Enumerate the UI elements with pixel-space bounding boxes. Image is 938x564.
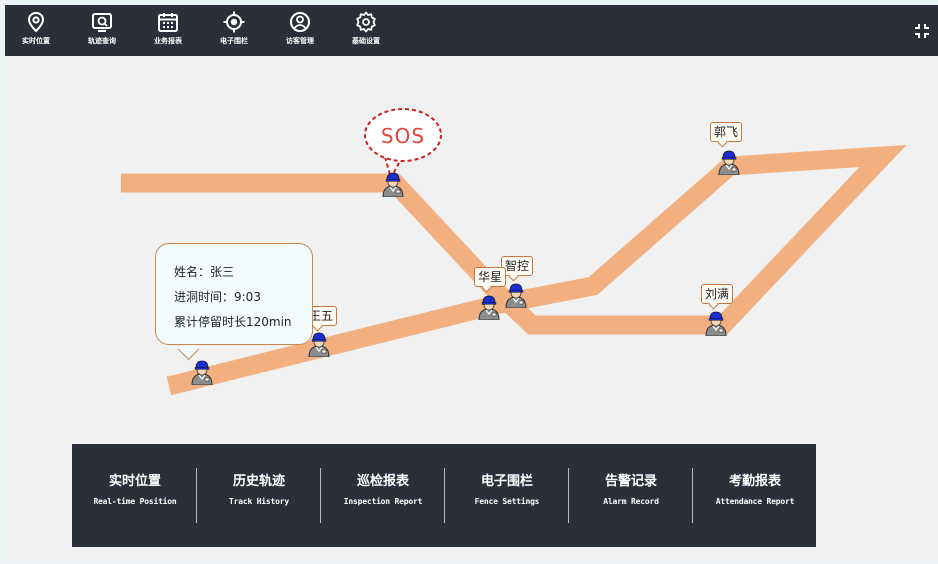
- panel-divider: [692, 468, 693, 523]
- nav-track-search[interactable]: 轨迹查询: [74, 11, 130, 46]
- panel-divider: [196, 468, 197, 523]
- sos-bubble: [364, 108, 442, 181]
- popup-stay-duration: 累计停留时长120min: [174, 315, 292, 329]
- worker-label-guofei[interactable]: 郭飞: [710, 122, 743, 142]
- sos-label: SOS: [380, 124, 426, 148]
- fullscreen-icon[interactable]: [914, 23, 930, 39]
- nav-realtime-position[interactable]: 实时位置: [8, 11, 64, 46]
- panel-subtitle: Inspection Report: [343, 497, 423, 506]
- nav-label: 实时位置: [22, 37, 50, 45]
- panel-subtitle: Attendance Report: [715, 497, 795, 506]
- nav-label: 访客管理: [286, 37, 314, 45]
- track-search-icon: [92, 13, 112, 32]
- panel-attendance-report[interactable]: 考勤报表 Attendance Report: [694, 470, 816, 506]
- panel-subtitle: Track History: [228, 497, 289, 506]
- nav-basic-settings[interactable]: 基础设置: [338, 11, 394, 46]
- panel-title: 巡检报表: [356, 474, 409, 489]
- panel-divider: [320, 468, 321, 523]
- worker-icon-sos[interactable]: [380, 171, 406, 197]
- function-panel: 实时位置 Real-time Position 历史轨迹 Track Histo…: [72, 444, 816, 547]
- panel-fence-settings[interactable]: 电子围栏 Fence Settings: [446, 470, 568, 506]
- panel-inspection-report[interactable]: 巡检报表 Inspection Report: [322, 470, 444, 506]
- worker-icon-huaxing[interactable]: [476, 294, 502, 320]
- worker-label-zhikong[interactable]: 智控: [501, 256, 534, 276]
- nav-label: 电子围栏: [220, 37, 248, 45]
- worker-label-liuman[interactable]: 刘满: [701, 284, 734, 304]
- nav-label: 基础设置: [352, 37, 380, 45]
- panel-divider: [444, 468, 445, 523]
- crosshair-fence-icon: [223, 11, 245, 33]
- panel-alarm-record[interactable]: 告警记录 Alarm Record: [570, 470, 692, 506]
- popup-name: 姓名：张三: [174, 265, 235, 279]
- panel-subtitle: Fence Settings: [474, 497, 540, 506]
- calendar-report-icon: [158, 13, 178, 32]
- top-navigation-bar: 实时位置 轨迹查询 业务报表 电子围栏 访客管理: [5, 5, 938, 56]
- worker-icon-zhikong[interactable]: [503, 282, 529, 308]
- map-canvas: SOS 郭飞 智控 华星 刘满 王五 姓名：张三 进洞时间：9:03 累计停留时…: [5, 56, 938, 562]
- worker-icon-zhangsan[interactable]: [189, 359, 215, 385]
- sos-alert[interactable]: SOS: [361, 107, 445, 181]
- worker-info-popup: 姓名：张三 进洞时间：9:03 累计停留时长120min: [155, 243, 313, 345]
- worker-icon-guofei[interactable]: [716, 149, 742, 175]
- panel-title: 电子围栏: [480, 474, 533, 489]
- gear-icon: [356, 11, 376, 33]
- popup-entry-time: 进洞时间：9:03: [174, 290, 261, 304]
- panel-subtitle: Real-time Position: [93, 497, 177, 506]
- worker-label-huaxing[interactable]: 华星: [474, 267, 507, 287]
- nav-label: 轨迹查询: [88, 37, 116, 45]
- panel-title: 实时位置: [108, 474, 161, 489]
- panel-title: 告警记录: [604, 474, 657, 489]
- panel-realtime-position[interactable]: 实时位置 Real-time Position: [74, 470, 196, 506]
- panel-title: 考勤报表: [728, 474, 781, 489]
- nav-business-report[interactable]: 业务报表: [140, 11, 196, 46]
- panel-title: 历史轨迹: [232, 474, 285, 489]
- panel-subtitle: Alarm Record: [603, 497, 659, 506]
- location-pin-icon: [27, 11, 45, 33]
- user-visitor-icon: [290, 12, 310, 32]
- nav-label: 业务报表: [154, 37, 182, 45]
- panel-divider: [568, 468, 569, 523]
- nav-electronic-fence[interactable]: 电子围栏: [206, 11, 262, 46]
- worker-icon-liuman[interactable]: [703, 310, 729, 336]
- panel-track-history[interactable]: 历史轨迹 Track History: [198, 470, 320, 506]
- nav-visitor-management[interactable]: 访客管理: [272, 11, 328, 46]
